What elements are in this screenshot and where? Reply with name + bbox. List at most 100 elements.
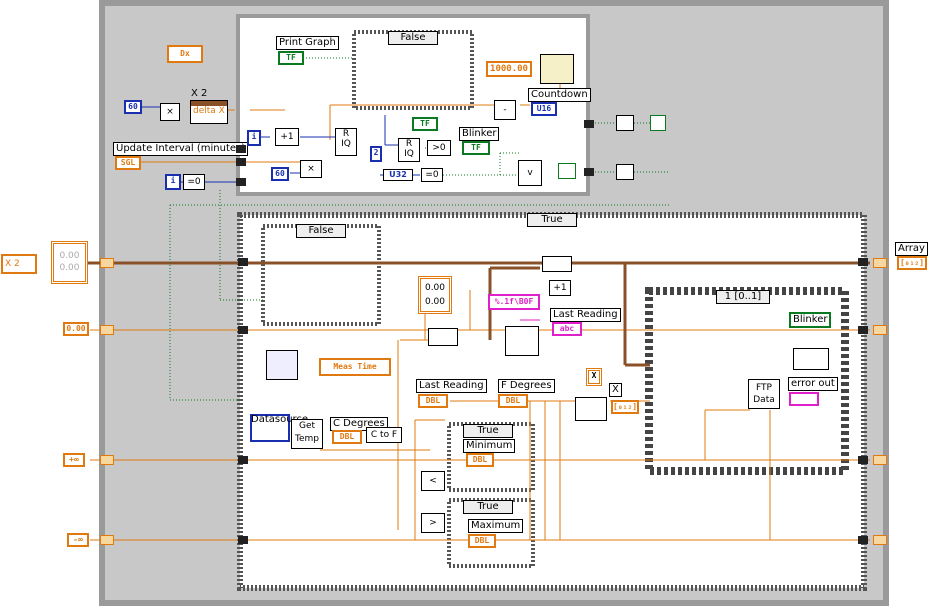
- countdown-indicator[interactable]: U16: [531, 102, 557, 116]
- less-than-node[interactable]: <: [421, 471, 445, 491]
- dbl-label-2: DBL: [505, 396, 521, 405]
- tf-label-3: TF: [471, 143, 481, 152]
- datasource-label: Datasource: [251, 414, 309, 425]
- error-cluster-node[interactable]: [793, 348, 829, 370]
- stop-icon-2[interactable]: [650, 115, 666, 131]
- dx-indicator[interactable]: Dx: [167, 45, 203, 63]
- delta-x-node[interactable]: delta X: [190, 100, 228, 124]
- print-graph-label: Print Graph: [276, 36, 339, 50]
- shift-register-left-4[interactable]: [100, 535, 114, 545]
- equal-zero-node-1[interactable]: =0: [183, 174, 205, 190]
- case-selector-true-main[interactable]: True: [527, 213, 577, 227]
- print-graph-control[interactable]: TF: [278, 51, 304, 65]
- shift-register-right-1[interactable]: [873, 258, 887, 268]
- array-value-1: 0.00: [59, 251, 80, 261]
- x-array-indicator[interactable]: [₀₁₂]: [611, 400, 639, 414]
- ms-constant[interactable]: 1000.00: [486, 61, 532, 77]
- shift-register-left-2[interactable]: [100, 325, 114, 335]
- case-selector-true-max[interactable]: True: [463, 500, 513, 514]
- update-interval-label: Update Interval (minutes): [113, 142, 249, 156]
- x-cluster-constant[interactable]: X: [586, 368, 602, 386]
- array-indicator[interactable]: [₀₁₂]: [897, 256, 927, 270]
- neg-inf-value: -∞: [73, 535, 83, 544]
- meas-time-indicator[interactable]: Meas Time: [319, 358, 391, 376]
- increment-node-1[interactable]: +1: [275, 128, 299, 146]
- multiply-symbol-2: ×: [307, 164, 315, 174]
- two-constant[interactable]: 2: [370, 146, 382, 162]
- format-into-string-node[interactable]: [505, 326, 539, 356]
- seq-tunnel-2: [236, 158, 246, 166]
- or-label: v: [527, 168, 533, 178]
- multiply-node-2[interactable]: ×: [300, 160, 322, 178]
- shift-register-right-2[interactable]: [873, 325, 887, 335]
- tf-constant[interactable]: TF: [412, 117, 438, 131]
- stop-icon-1[interactable]: [558, 163, 576, 179]
- x2-label: X 2: [191, 88, 208, 99]
- datasource-control[interactable]: [250, 414, 290, 442]
- u32-convert-node[interactable]: U32: [383, 169, 413, 181]
- not-node-1[interactable]: [616, 115, 634, 131]
- shift-register-right-3[interactable]: [873, 455, 887, 465]
- c-to-f-subvi[interactable]: C to F: [366, 427, 402, 443]
- case-tunnel-7: [858, 456, 868, 464]
- shift-register-right-4[interactable]: [873, 535, 887, 545]
- seq-tunnel-5: [584, 168, 594, 176]
- multiply-symbol-1: ×: [166, 107, 174, 117]
- bundle-node[interactable]: [428, 328, 458, 346]
- multiply-node-1[interactable]: ×: [160, 103, 180, 121]
- last-reading-string-indicator[interactable]: abc: [552, 322, 582, 336]
- last-reading-dbl[interactable]: DBL: [418, 394, 448, 408]
- subtract-node[interactable]: -: [494, 100, 516, 120]
- tf-label-1: TF: [286, 53, 296, 62]
- positive-infinity-constant[interactable]: +∞: [63, 453, 85, 467]
- f-degrees-dbl[interactable]: DBL: [498, 394, 528, 408]
- increment-node-2[interactable]: +1: [549, 280, 571, 296]
- build-array-node[interactable]: [542, 256, 572, 272]
- not-node-2[interactable]: [616, 164, 634, 180]
- case-selector-false-1[interactable]: False: [388, 31, 438, 45]
- build-array-node-2[interactable]: [575, 397, 607, 421]
- sixty-constant-1[interactable]: 60: [124, 100, 142, 114]
- format-string-constant[interactable]: %.1f\B0F: [488, 294, 540, 310]
- or-node[interactable]: v: [518, 160, 542, 186]
- sixty-constant-2[interactable]: 60: [271, 167, 289, 181]
- get-temp-label: Get Temp: [295, 421, 319, 444]
- x2-control-label: X 2: [5, 259, 20, 269]
- maximum-dbl[interactable]: DBL: [468, 534, 496, 548]
- blinker-indicator[interactable]: TF: [462, 141, 490, 155]
- array-label: Array: [895, 242, 928, 256]
- sequence-selector[interactable]: 1 [0..1]: [716, 290, 770, 304]
- sgl-control[interactable]: SGL: [115, 156, 141, 170]
- error-out-label: error out: [788, 377, 838, 391]
- ftp-data-subvi[interactable]: FTP Data: [748, 379, 780, 409]
- shift-register-left-1[interactable]: [100, 258, 114, 268]
- case-selector-true-min[interactable]: True: [463, 424, 513, 438]
- shift-register-left-3[interactable]: [100, 455, 114, 465]
- error-out-indicator[interactable]: [789, 392, 819, 406]
- zero-constant[interactable]: 0.00: [63, 322, 89, 336]
- plus1-label-2: +1: [553, 283, 567, 293]
- get-temp-subvi[interactable]: Get Temp: [291, 419, 323, 449]
- two-value: 2: [373, 148, 379, 157]
- x-label-2: X: [609, 383, 622, 397]
- case-tunnel-4: [238, 536, 248, 544]
- greater-than-node[interactable]: >: [421, 513, 445, 533]
- blinker-local[interactable]: Blinker: [789, 312, 832, 328]
- x2-array-control[interactable]: X 2: [1, 254, 37, 274]
- iq-label-1: IQ: [341, 139, 351, 149]
- true-label-main: True: [541, 214, 563, 225]
- c-degrees-dbl[interactable]: DBL: [332, 430, 362, 444]
- minimum-dbl[interactable]: DBL: [466, 453, 494, 467]
- abc-label: abc: [559, 324, 575, 333]
- case-selector-false-2[interactable]: False: [296, 224, 346, 238]
- timestamp-icon[interactable]: [266, 350, 298, 380]
- greater-zero-node[interactable]: >0: [427, 140, 451, 156]
- negative-infinity-constant[interactable]: -∞: [67, 533, 89, 547]
- ms-value: 1000.00: [490, 64, 528, 74]
- equal-zero-node-2[interactable]: =0: [421, 168, 443, 182]
- wait-ms-icon[interactable]: [540, 54, 574, 84]
